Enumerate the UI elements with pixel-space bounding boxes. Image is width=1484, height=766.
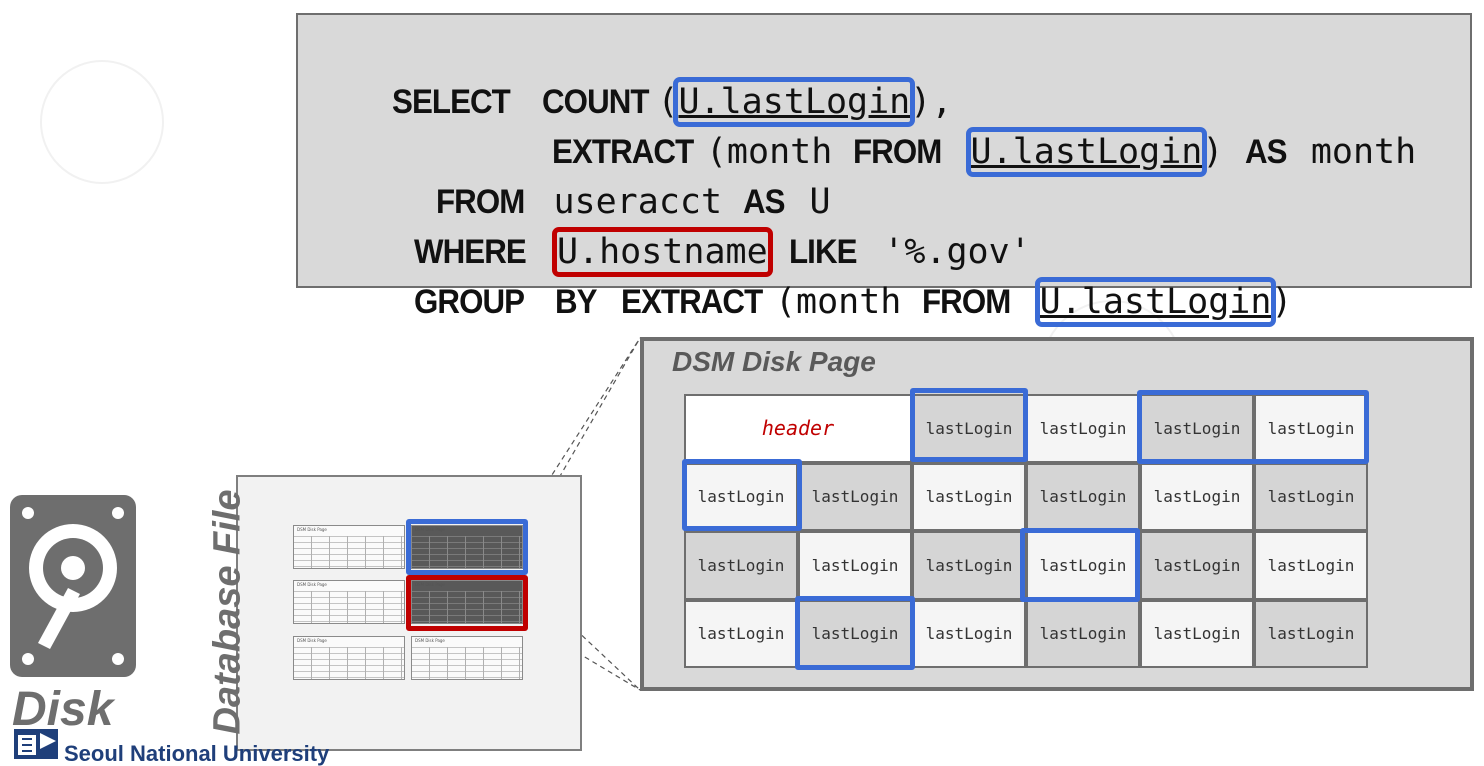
mini-page-highlight-red bbox=[406, 575, 528, 631]
dsm-page-header: header bbox=[684, 394, 912, 463]
dsm-cell-lastlogin: lastLogin bbox=[1140, 531, 1254, 600]
sql-keyword: COUNT bbox=[541, 83, 650, 121]
mini-disk-page-selected: DSM Disk Page bbox=[411, 580, 523, 624]
sql-text: ), bbox=[910, 82, 953, 122]
sql-keyword: SELECT bbox=[392, 83, 511, 121]
sql-keyword: BY bbox=[555, 283, 598, 321]
dsm-cell-lastlogin: lastLogin bbox=[1026, 394, 1140, 463]
sql-text: month bbox=[1310, 132, 1417, 172]
dsm-cell-highlight bbox=[910, 388, 1028, 462]
dsm-cell-highlight bbox=[682, 459, 802, 531]
predicate-column-highlight: U.hostname bbox=[551, 227, 773, 277]
sql-keyword: FROM bbox=[922, 283, 1011, 321]
dsm-cell-lastlogin: lastLogin bbox=[912, 531, 1026, 600]
sql-keyword: EXTRACT bbox=[552, 133, 694, 171]
sql-text: U bbox=[809, 182, 831, 222]
mini-disk-page: DSM Disk Page bbox=[293, 525, 405, 569]
dsm-cell-lastlogin: lastLogin bbox=[684, 531, 798, 600]
snu-logo-icon bbox=[14, 729, 58, 759]
accessed-column-highlight: U.lastLogin bbox=[673, 77, 916, 127]
sql-text: ) bbox=[1271, 282, 1293, 322]
mini-page-label: DSM Disk Page bbox=[297, 582, 327, 587]
dsm-cell-lastlogin: lastLogin bbox=[1254, 531, 1368, 600]
sql-line-3: FROM useracct AS U bbox=[352, 127, 831, 277]
sql-keyword: GROUP bbox=[414, 283, 525, 321]
mini-disk-page-selected: DSM Disk Page bbox=[411, 525, 523, 569]
dsm-cell-lastlogin: lastLogin bbox=[1140, 462, 1254, 531]
hard-disk-icon bbox=[10, 495, 136, 677]
sql-line-5: GROUP BY EXTRACT (month FROM U.lastLogin) bbox=[330, 227, 1293, 377]
mini-disk-page: DSM Disk Page bbox=[293, 580, 405, 624]
disk-label: Disk bbox=[12, 683, 114, 736]
dsm-cell-lastlogin: lastLogin bbox=[1140, 599, 1254, 668]
dsm-cell-highlight bbox=[1020, 528, 1140, 602]
dsm-page-title: DSM Disk Page bbox=[672, 346, 876, 377]
sql-keyword: AS bbox=[1244, 133, 1288, 171]
dsm-cell-lastlogin: lastLogin bbox=[1254, 462, 1368, 531]
mini-disk-page: DSM Disk Page bbox=[411, 636, 523, 680]
dsm-cell-highlight bbox=[795, 596, 915, 670]
dsm-cell-lastlogin: lastLogin bbox=[1026, 599, 1140, 668]
sql-text: ) bbox=[1202, 132, 1224, 172]
database-file-label: Database File bbox=[206, 489, 249, 735]
sql-keyword: EXTRACT bbox=[621, 283, 763, 321]
sql-keyword: WHERE bbox=[414, 233, 527, 271]
sql-line-1: SELECT COUNT(U.lastLogin), bbox=[308, 27, 952, 177]
mini-page-highlight-blue bbox=[406, 519, 528, 575]
dsm-cell-lastlogin: lastLogin bbox=[798, 462, 912, 531]
dsm-cell-lastlogin: lastLogin bbox=[1026, 462, 1140, 531]
mini-page-label: DSM Disk Page bbox=[415, 582, 445, 587]
dsm-cell-lastlogin: lastLogin bbox=[798, 599, 912, 668]
sql-text: ( bbox=[657, 82, 679, 122]
sql-text: (month bbox=[705, 132, 833, 172]
sql-line-2: EXTRACT (month FROM U.lastLogin) AS month bbox=[468, 77, 1416, 227]
mini-page-label: DSM Disk Page bbox=[297, 527, 327, 532]
accessed-column-highlight: U.lastLogin bbox=[965, 127, 1208, 177]
sql-query-box: SELECT COUNT(U.lastLogin), EXTRACT(month… bbox=[296, 13, 1472, 327]
sql-text: (month bbox=[774, 282, 902, 322]
dsm-cell-lastlogin: lastLogin bbox=[912, 599, 1026, 668]
dsm-cell-highlight bbox=[1137, 390, 1369, 464]
mini-page-label: DSM Disk Page bbox=[297, 638, 327, 643]
accessed-column-highlight: U.lastLogin bbox=[1034, 277, 1277, 327]
mini-page-label: DSM Disk Page bbox=[415, 527, 445, 532]
sql-keyword: FROM bbox=[436, 183, 525, 221]
sql-text: '%.gov' bbox=[883, 232, 1031, 272]
sql-text: useracct bbox=[553, 182, 723, 222]
sql-line-4: WHERE U.hostname LIKE '%.gov' bbox=[330, 177, 1031, 327]
sql-keyword: AS bbox=[743, 183, 786, 221]
sql-keyword: FROM bbox=[853, 133, 942, 171]
dsm-cell-lastlogin: lastLogin bbox=[912, 394, 1026, 463]
dsm-cell-lastlogin: lastLogin bbox=[798, 531, 912, 600]
background-decoration bbox=[40, 60, 164, 184]
dsm-cell-lastlogin: lastLogin bbox=[684, 599, 798, 668]
university-name: Seoul National University bbox=[64, 741, 330, 766]
mini-disk-page: DSM Disk Page bbox=[293, 636, 405, 680]
sql-keyword: LIKE bbox=[788, 233, 858, 271]
dsm-cell-lastlogin: lastLogin bbox=[912, 462, 1026, 531]
dsm-cell-lastlogin: lastLogin bbox=[1254, 599, 1368, 668]
mini-page-label: DSM Disk Page bbox=[415, 638, 445, 643]
